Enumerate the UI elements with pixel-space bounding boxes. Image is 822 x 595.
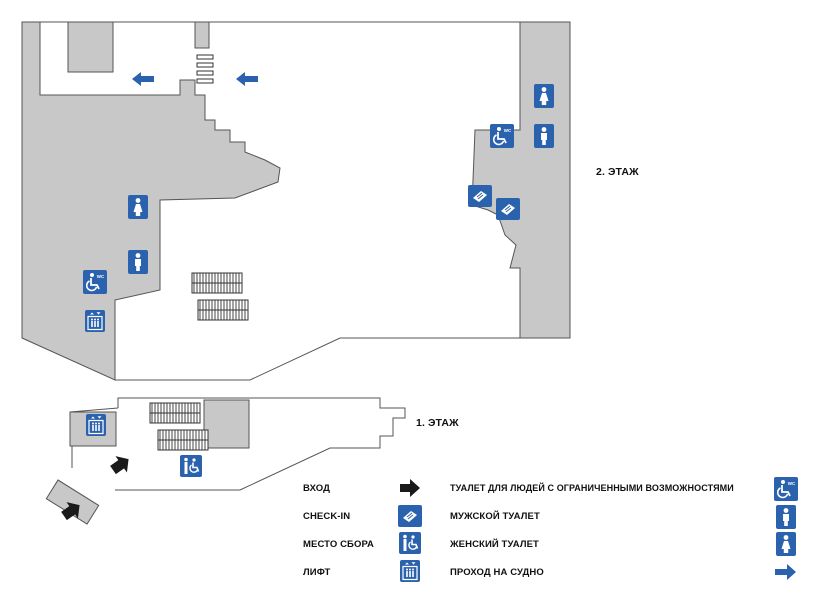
assembly-point-icon bbox=[179, 454, 203, 478]
accessible-toilet-icon bbox=[489, 123, 515, 149]
accessible-toilet-icon bbox=[82, 269, 108, 295]
check-in-icon bbox=[397, 504, 423, 528]
legend-icons bbox=[397, 476, 799, 583]
floor-1-plan bbox=[45, 397, 406, 525]
legend-mens-toilet-label: МУЖСКОЙ ТУАЛЕТ bbox=[450, 511, 540, 522]
check-in-icon bbox=[467, 184, 493, 208]
legend-ship-passage-label: ПРОХОД НА СУДНО bbox=[450, 567, 544, 578]
legend-elevator-label: ЛИФТ bbox=[303, 567, 331, 578]
ship-passage-arrow-icon bbox=[132, 72, 154, 86]
legend-womens-toilet-label: ЖЕНСКИЙ ТУАЛЕТ bbox=[450, 539, 539, 550]
check-in-icon bbox=[495, 197, 521, 221]
elevator-icon bbox=[399, 559, 421, 583]
floor-1-outline bbox=[115, 397, 406, 491]
floor-2-outline bbox=[22, 21, 571, 381]
entrance-arrow-icon bbox=[61, 502, 80, 521]
elevator-icon bbox=[84, 309, 106, 333]
floor-2-right-area bbox=[471, 21, 571, 339]
entrance-arrow-icon bbox=[400, 479, 420, 497]
legend-accessible-toilet-label: ТУАЛЕТ ДЛЯ ЛЮДЕЙ С ОГРАНИЧЕННЫМИ ВОЗМОЖН… bbox=[450, 483, 734, 493]
mens-toilet-icon bbox=[776, 505, 796, 529]
womens-toilet-icon bbox=[128, 195, 148, 219]
legend-check-in-label: CHECK-IN bbox=[303, 511, 351, 522]
mens-toilet-icon bbox=[534, 124, 554, 148]
elevator-icon bbox=[85, 413, 107, 437]
legend-assembly-point-label: МЕСТО СБОРА bbox=[303, 539, 375, 550]
accessible-toilet-icon bbox=[773, 476, 799, 502]
womens-toilet-icon bbox=[534, 84, 554, 108]
floor-2-label: 2. ЭТАЖ bbox=[596, 166, 639, 178]
ship-passage-arrow-icon bbox=[236, 72, 258, 86]
floor-2-plan bbox=[21, 21, 571, 381]
entrance-arrow-icon bbox=[110, 456, 129, 475]
assembly-point-icon bbox=[398, 531, 422, 555]
ship-passage-arrow-icon bbox=[775, 564, 796, 580]
mens-toilet-icon bbox=[128, 250, 148, 274]
legend-entrance-label: ВХОД bbox=[303, 483, 331, 494]
womens-toilet-icon bbox=[776, 532, 796, 556]
floor-1-label: 1. ЭТАЖ bbox=[416, 417, 459, 429]
